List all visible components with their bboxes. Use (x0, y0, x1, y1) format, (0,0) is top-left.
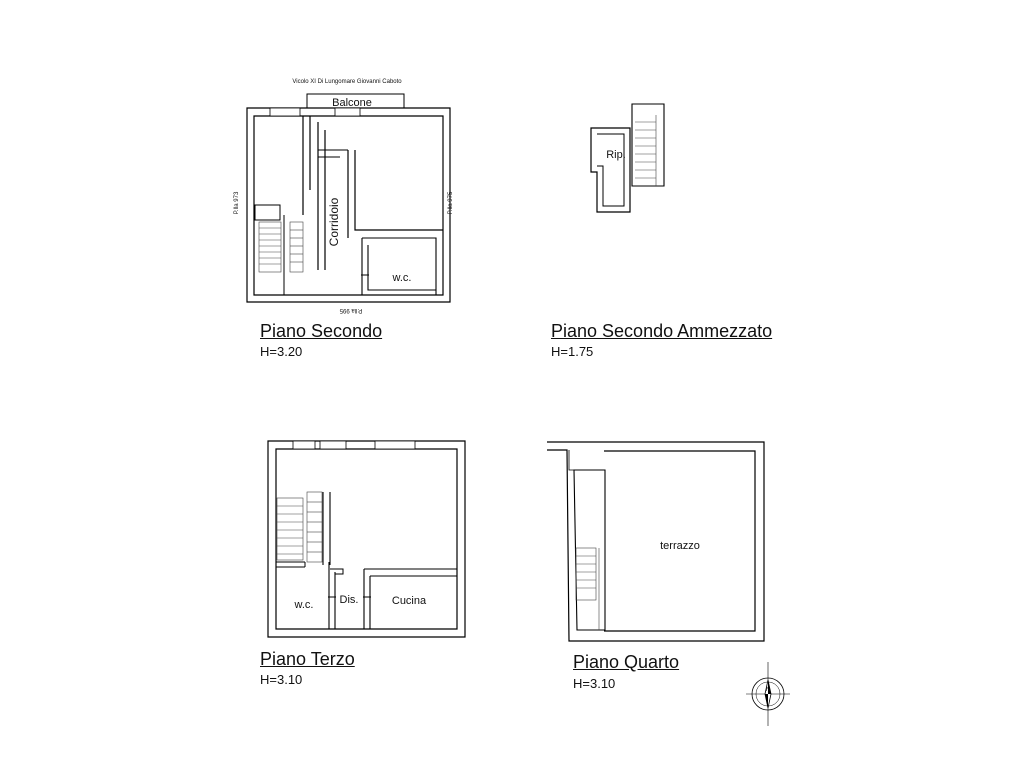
inner-wall-outline (253, 115, 444, 296)
stair-block (573, 469, 606, 631)
neighbor-label-right: P.lla 975 (448, 191, 454, 214)
wc-walls (361, 237, 437, 295)
outer-wall-outline (547, 441, 765, 642)
stairs (276, 491, 323, 563)
ripostiglio-outline (590, 127, 631, 213)
cucina-walls (363, 568, 457, 629)
room-label-terrazzo: terrazzo (660, 540, 700, 552)
partition-wall (322, 492, 331, 565)
street-label: Vicolo XI Di Lungomare Giovanni Caboto (292, 79, 402, 85)
compass-rose-icon: N (746, 662, 790, 726)
door-frame (318, 149, 348, 158)
room-label-wc: w.c. (294, 599, 314, 611)
floor-height-ammezzato: H=1.75 (551, 344, 594, 359)
neighbor-label-left: P.lla 973 (234, 191, 240, 214)
room-label-dis: Dis. (340, 594, 359, 606)
partition-wall (302, 116, 326, 270)
plan-piano-ammezzato: Rip. (590, 103, 665, 213)
floor-title-terzo: Piano Terzo (260, 649, 355, 669)
room-label-corridoio: Corridoio (327, 197, 341, 246)
terrazzo-parapet (604, 450, 756, 632)
plan-piano-terzo: w.c. Dis. Cucina (267, 440, 466, 638)
floor-title-ammezzato: Piano Secondo Ammezzato (551, 321, 773, 341)
room-label-rip: Rip. (606, 149, 626, 161)
partition-wall (276, 561, 306, 568)
partition-wall (347, 150, 443, 238)
window (269, 107, 301, 117)
wall-stub (330, 568, 344, 575)
neighbor-label-bottom: P.lla 995 (339, 307, 362, 313)
floor-height-secondo: H=3.20 (260, 344, 303, 359)
floor-title-secondo: Piano Secondo (260, 321, 383, 341)
plan-piano-quarto: terrazzo (547, 441, 765, 642)
stairs (258, 221, 304, 273)
floor-height-terzo: H=3.10 (260, 672, 303, 687)
floor-height-quarto: H=3.10 (573, 676, 616, 691)
window (334, 107, 361, 117)
compass-north-label: N (766, 687, 770, 693)
stairs (635, 115, 657, 186)
stair-enclosure (631, 103, 665, 187)
stairs (575, 547, 600, 630)
room-label-cucina: Cucina (392, 595, 427, 607)
ripostiglio-inner (597, 133, 625, 207)
window (374, 440, 416, 450)
landing (254, 204, 281, 221)
plan-piano-secondo: Vicolo XI Di Lungomare Giovanni Caboto B… (234, 79, 454, 313)
room-label-wc: w.c. (392, 272, 412, 284)
floor-title-quarto: Piano Quarto (573, 652, 680, 672)
window (292, 440, 316, 450)
parapet (568, 450, 574, 471)
window (319, 440, 347, 450)
room-label-balcone: Balcone (332, 97, 372, 109)
wc-wall (328, 562, 336, 629)
